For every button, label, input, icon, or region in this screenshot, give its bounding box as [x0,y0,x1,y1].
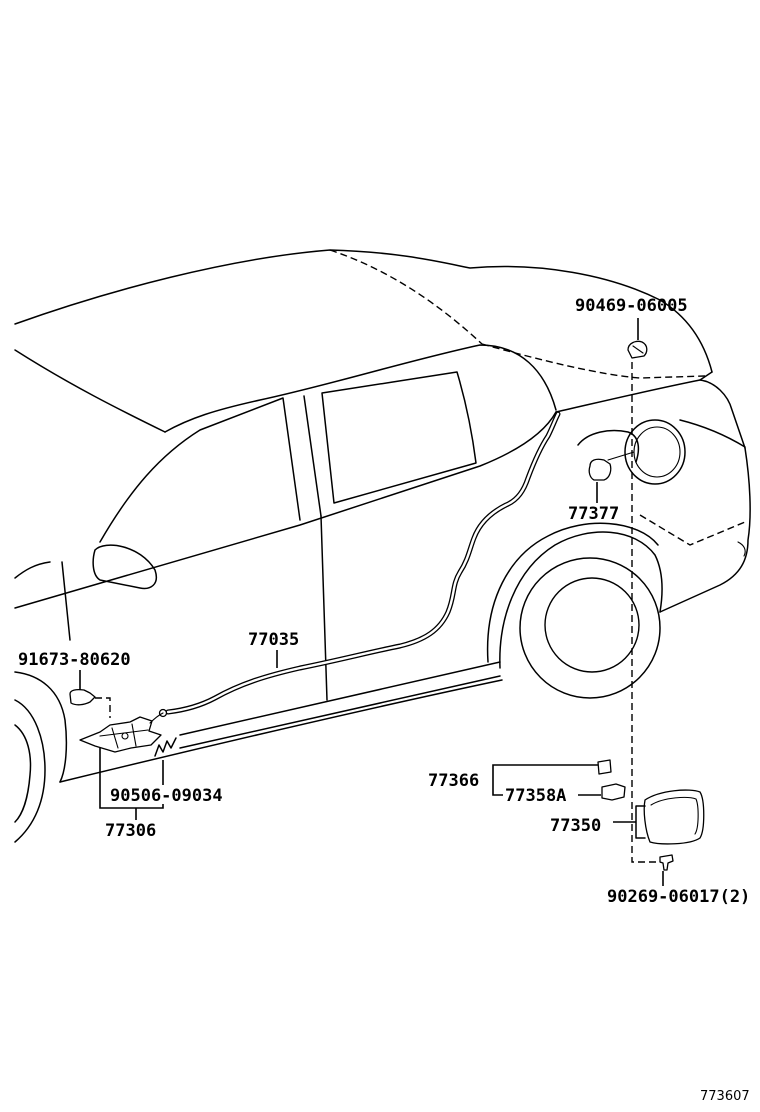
opener-parts [69,688,177,757]
screw-90269-icon [659,854,674,871]
bracket-77306 [99,748,164,820]
hinge-pin-77358A-icon [601,783,626,801]
rear-bumper-hidden-edge [639,514,746,546]
callout-77358A[interactable]: 77358A [505,786,566,806]
a-pillar-base [14,561,51,579]
callout-labels: 90469-06005 77377 77035 91673-80620 9050… [18,296,750,907]
car-body-outline [14,249,751,843]
open-fuel-lid [624,419,686,485]
opener-pivot-icon [121,732,129,740]
fuel-lid-vertical-guide [631,362,662,863]
opener-cable-link [149,712,164,724]
front-door-window [99,397,301,543]
clip-91673-icon [69,688,96,706]
figure-id: 773607 [700,1089,750,1104]
callout-91673-80620[interactable]: 91673-80620 [18,650,131,670]
rear-reflector [737,541,746,557]
rear-window-hidden-edge [329,249,483,345]
windshield-lower-edge [14,349,166,433]
spring-90506-icon [154,737,177,757]
clip-90469-detail [632,345,644,354]
callout-90469-06005[interactable]: 90469-06005 [575,296,688,316]
front-door-front-edge [61,561,71,641]
rear-wheel-arch [499,531,663,669]
fuel-filler-area [577,419,686,485]
taillight-lower-edge [679,419,746,448]
rear-wheel [519,557,661,699]
front-tire-inner [14,724,32,823]
rear-tire [519,557,661,699]
rear-rim [544,577,640,673]
trunk-hidden-edge [481,343,706,379]
body-bottom-line [59,679,503,783]
callout-90269-06017[interactable]: 90269-06017(2) [607,887,750,907]
roof-rail [164,344,557,433]
front-wheel-arch [14,671,68,783]
opener-lever-77306-icon [79,716,162,753]
callout-77377[interactable]: 77377 [568,504,619,524]
callout-77035[interactable]: 77035 [248,630,299,650]
rear-wheel-arch-inner [486,522,659,663]
fuel-lid-parts [597,340,705,871]
door-split-line [320,515,328,701]
fuel-lid-lock-actuator-icon [588,458,612,481]
fuel-lid-release-cable [158,411,561,718]
open-fuel-lid-inner [633,426,681,478]
side-mirror [92,544,157,590]
bracket-77366-77358A [492,764,598,796]
callout-77306[interactable]: 77306 [105,821,156,841]
fuel-lid-hinge-icon [635,805,646,839]
taillight-outline [699,379,746,449]
callout-77350[interactable]: 77350 [550,816,601,836]
rocker-upper [179,661,501,736]
rocker-lower [179,675,501,749]
cable-inner [166,412,560,714]
callout-90506-09034[interactable]: 90506-09034 [110,786,223,806]
front-tire-outer [14,699,46,843]
rear-door-window [321,371,477,504]
callout-77366[interactable]: 77366 [428,771,479,791]
fuel-opener-rod [607,451,635,461]
clip-dashed-guide [95,697,111,718]
b-pillar-rear-edge [303,395,322,517]
fuel-lid-77350-icon [643,789,705,845]
belt-line [14,411,557,609]
rear-end [659,447,751,613]
rear-quarter-top [555,371,713,413]
leader-lines [79,318,664,886]
spring-77366-icon [597,759,612,775]
fuel-lid-inner-edge [650,796,699,835]
roof-far-edge [14,249,713,373]
fuel-filler-opening [577,429,640,463]
